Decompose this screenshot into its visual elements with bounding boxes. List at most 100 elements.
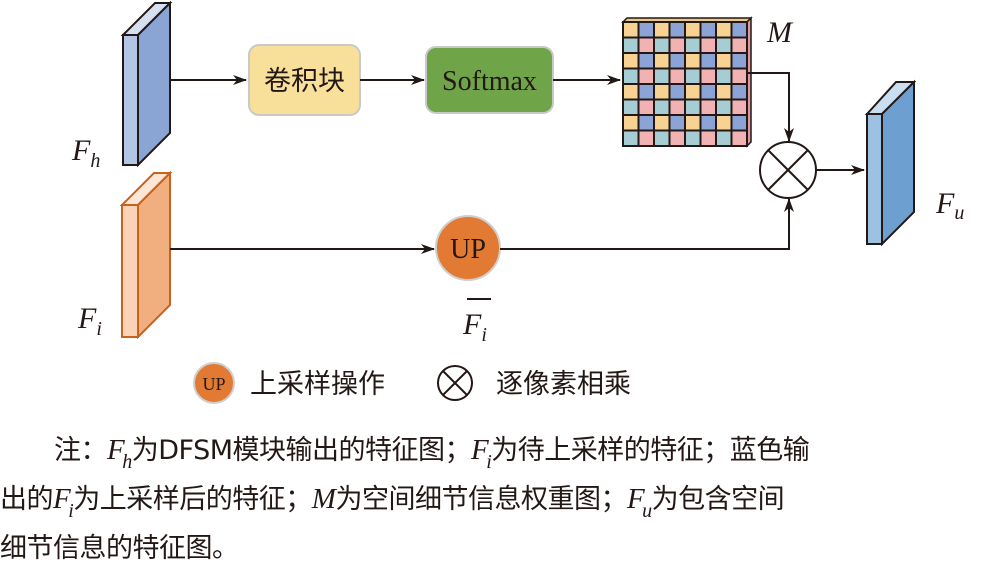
note-text: 为包含空间	[651, 484, 785, 515]
note-text: 为DFSM模块输出的特征图；	[131, 435, 472, 466]
weight-map-cell	[668, 52, 686, 70]
note-text: 为上采样后的特征；	[73, 484, 312, 515]
note-fu-subscript: u	[642, 500, 652, 522]
weight-map-cell	[699, 36, 717, 54]
weight-map-cell	[715, 83, 733, 101]
legend-item-upsample: UP 上采样操作	[193, 362, 385, 404]
weight-map-cell	[637, 52, 655, 70]
weight-map-m	[621, 16, 753, 148]
weight-map-cell	[622, 83, 640, 101]
weight-map-cell	[684, 52, 702, 70]
weight-map-cell	[622, 114, 640, 132]
weight-map-cell	[684, 129, 702, 147]
weight-map-cell	[699, 83, 717, 101]
weight-map-cell	[699, 129, 717, 147]
feature-map-fu	[864, 79, 917, 247]
fh-label: Fh	[71, 134, 100, 172]
weight-map-cell	[684, 83, 702, 101]
note-fh-symbol: F	[107, 434, 125, 466]
weight-map-cell	[622, 129, 640, 147]
legend: UP 上采样操作 逐像素相乘	[193, 362, 631, 404]
legend-multiply-label: 逐像素相乘	[496, 369, 631, 400]
fh-front-face	[122, 34, 139, 166]
weight-map-cell	[622, 67, 640, 85]
weight-map-cell	[684, 114, 702, 132]
conv-block-label: 卷积块	[264, 66, 345, 97]
conv-block: 卷积块	[248, 44, 361, 116]
upsample-label: UP	[450, 234, 486, 265]
softmax-block: Softmax	[425, 46, 554, 114]
weight-map-cell	[622, 36, 640, 54]
fu-front-face	[866, 113, 883, 245]
multiply-cross-b	[767, 149, 809, 191]
weight-map-cell	[699, 114, 717, 132]
weight-map-cell	[730, 36, 748, 54]
note-line-3: 细节信息的特征图。	[0, 530, 1003, 567]
weight-map-cell	[637, 67, 655, 85]
weight-map-cell	[730, 21, 748, 39]
note-text: 为空间细节信息权重图；	[335, 484, 627, 515]
weight-map-cell	[684, 98, 702, 116]
circled-times-icon	[437, 365, 473, 401]
arrow-up-to-multiply	[500, 198, 794, 250]
weight-map-cell	[668, 21, 686, 39]
weight-map-cell	[730, 67, 748, 85]
weight-map-cell	[715, 21, 733, 39]
figure-note: 注：Fh为DFSM模块输出的特征图；Fi为待上采样的特征；蓝色输 出的Fi为上采…	[0, 432, 1003, 567]
softmax-block-label: Softmax	[442, 66, 537, 97]
weight-map-cell	[668, 36, 686, 54]
weight-map-cell	[653, 36, 671, 54]
weight-map-cell	[653, 83, 671, 101]
weight-map-label: M	[766, 16, 794, 49]
architecture-diagram: Fh Fi 卷积块 Softmax M Fu UP	[71, 0, 964, 404]
weight-map-cell	[637, 83, 655, 101]
upsampled-fi-label: Fi	[462, 308, 487, 346]
weight-map-cell	[699, 67, 717, 85]
fu-label: Fu	[935, 187, 964, 224]
multiply-node	[759, 141, 817, 199]
note-prefix: 注：	[54, 435, 108, 466]
weight-map-cell	[637, 98, 655, 116]
note-line-2: 出的Fi为上采样后的特征；M为空间细节信息权重图；Fu为包含空间	[0, 481, 1003, 530]
arrow-map-to-multiply	[748, 72, 794, 142]
weight-map-cell	[653, 21, 671, 39]
weight-map-cell	[653, 114, 671, 132]
weight-map-cell	[668, 98, 686, 116]
weight-map-cell	[730, 98, 748, 116]
weight-map-cell	[699, 21, 717, 39]
weight-map-cell	[699, 98, 717, 116]
weight-map-cell	[653, 67, 671, 85]
weight-map-cell	[730, 129, 748, 147]
weight-map-cell	[699, 52, 717, 70]
weight-map-cell	[684, 21, 702, 39]
weight-map-cell	[653, 52, 671, 70]
weight-map-cell	[622, 21, 640, 39]
up-circle-icon	[193, 362, 235, 404]
weight-map-cell	[730, 52, 748, 70]
weight-map-cell	[730, 114, 748, 132]
weight-map-cell	[715, 36, 733, 54]
weight-map-cell	[637, 21, 655, 39]
note-line-1: 注：Fh为DFSM模块输出的特征图；Fi为待上采样的特征；蓝色输	[0, 432, 1003, 481]
feature-map-fi	[119, 170, 173, 340]
fi-label: Fi	[77, 302, 102, 340]
weight-map-cell	[684, 36, 702, 54]
note-fi-subscript: i	[68, 500, 74, 522]
note-fi-symbol: F	[471, 434, 489, 466]
weight-map-cell	[715, 129, 733, 147]
weight-map-cell	[730, 83, 748, 101]
weight-map-cell	[684, 67, 702, 85]
weight-map-cell	[715, 98, 733, 116]
note-text: 细节信息的特征图。	[0, 533, 239, 564]
note-m-symbol: M	[311, 483, 336, 515]
upsample-node: UP	[435, 215, 501, 281]
weight-map-cell	[637, 129, 655, 147]
note-fu-symbol: F	[626, 483, 645, 515]
weight-map-cell	[668, 129, 686, 147]
weight-map-cell	[668, 67, 686, 85]
weight-map-cell	[715, 114, 733, 132]
weight-map-cell	[637, 36, 655, 54]
weight-map-cell	[637, 114, 655, 132]
note-fh-subscript: h	[122, 451, 132, 473]
fi-front-face	[121, 204, 139, 338]
